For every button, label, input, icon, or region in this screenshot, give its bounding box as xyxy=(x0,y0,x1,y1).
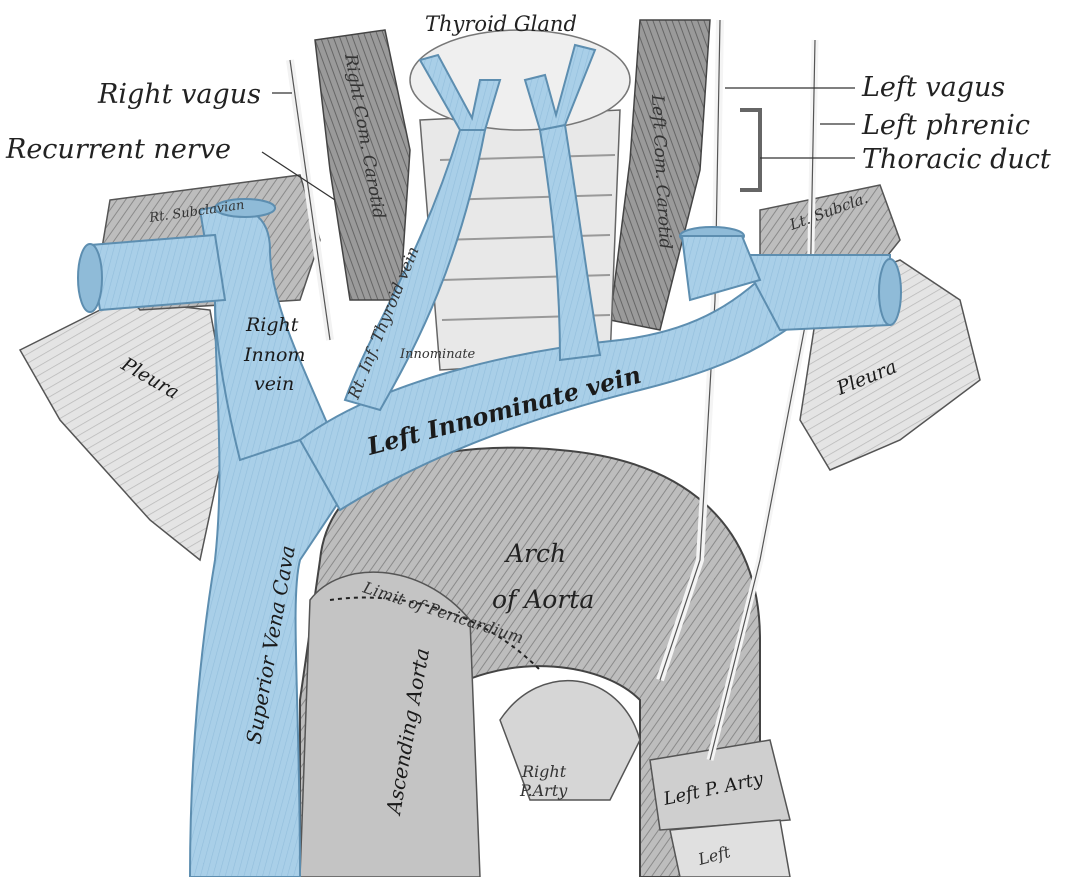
left-pulmonary-artery xyxy=(649,739,791,831)
left-inferior-thyroid-vein xyxy=(523,43,602,362)
label-thyroid-gland: Thyroid Gland xyxy=(425,12,577,36)
thoracic-duct xyxy=(740,108,762,192)
left-bronchus xyxy=(669,819,791,877)
label-thoracic-duct: Thoracic duct xyxy=(862,144,1051,175)
pleura-left-sheet xyxy=(18,299,231,562)
pericardium-limit-line xyxy=(329,596,541,671)
label-right-p-arty-1: Right xyxy=(521,762,567,781)
label-right-innom-vein-1: Right xyxy=(245,314,299,336)
label-right-p-arty-2: P.Arty xyxy=(519,781,568,800)
label-right-innom-vein-2: Innom xyxy=(243,344,305,366)
label-left-vagus: Left vagus xyxy=(861,72,1005,103)
left-common-carotid xyxy=(609,19,711,331)
nerve-lines xyxy=(286,19,819,761)
ascending-aorta xyxy=(299,571,481,877)
label-innominate: Innominate xyxy=(399,347,476,362)
right-inferior-thyroid-vein xyxy=(343,53,502,412)
label-arch-of-aorta-2: of Aorta xyxy=(492,585,594,614)
label-left-phrenic: Left phrenic xyxy=(861,110,1030,141)
label-right-innom-vein-3: vein xyxy=(254,373,294,395)
left-subclavian-vein xyxy=(679,226,902,332)
right-subclavian-vein xyxy=(77,198,276,313)
label-right-vagus: Right vagus xyxy=(97,79,261,110)
label-recurrent-nerve: Recurrent nerve xyxy=(5,134,231,165)
label-arch-of-aorta-1: Arch xyxy=(504,539,566,568)
right-pulmonary-artery xyxy=(499,679,641,801)
leader-lines xyxy=(261,87,855,201)
